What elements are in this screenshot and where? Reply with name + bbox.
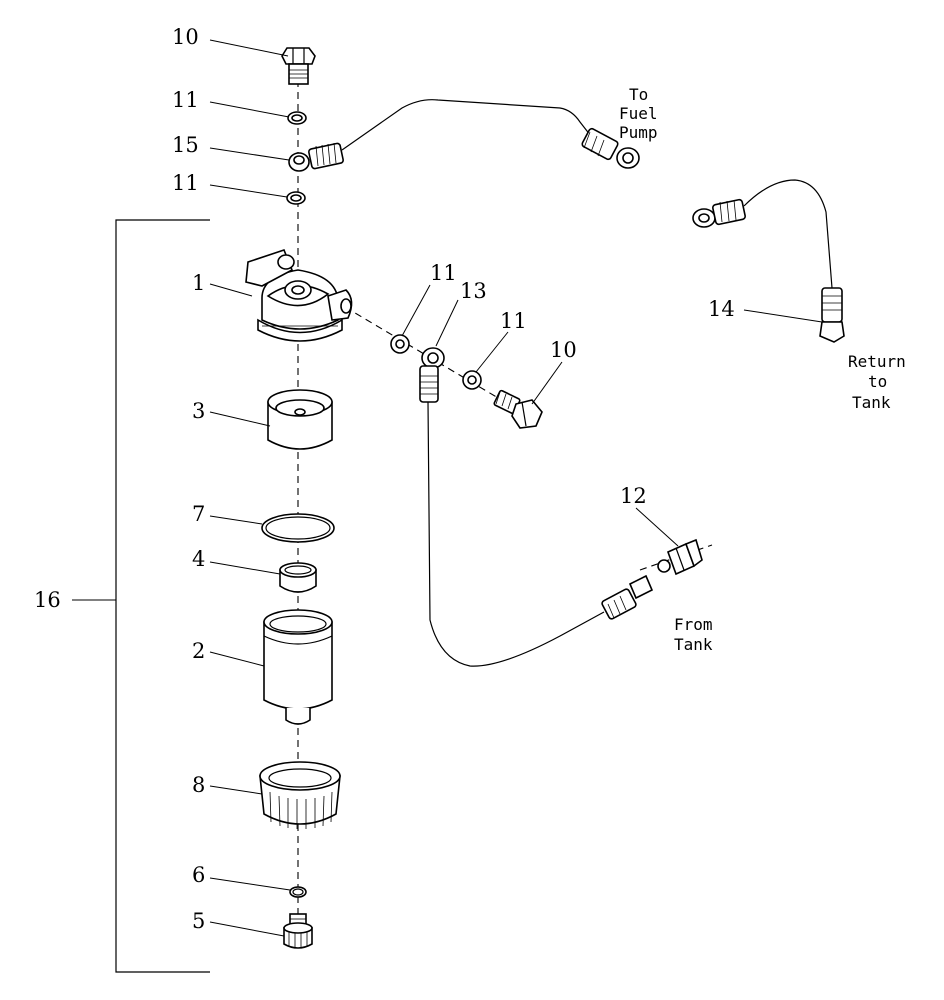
callout-11-a: 11 (172, 88, 199, 112)
callout-15: 15 (172, 133, 199, 157)
leader-10-right (531, 361, 563, 405)
leader-10-top (209, 39, 289, 57)
banjo-fitting-13 (419, 347, 445, 403)
leader-12 (635, 507, 679, 547)
callout-14: 14 (708, 297, 735, 321)
callout-2: 2 (192, 639, 205, 663)
callout-3: 3 (192, 399, 205, 423)
note-to-fuel-pump-1: To (629, 85, 648, 104)
note-from-tank-1: From (674, 615, 713, 634)
leader-11-b (209, 184, 288, 198)
leader-6 (209, 877, 291, 891)
callout-5: 5 (192, 909, 205, 933)
callout-10-top: 10 (172, 25, 199, 49)
washer-11-port-a (390, 334, 410, 354)
callout-16: 16 (34, 588, 61, 612)
leader-3 (209, 411, 271, 427)
leader-8 (209, 785, 263, 795)
fuel-line-from-tank (427, 401, 654, 667)
callout-7: 7 (192, 502, 205, 526)
callout-8: 8 (192, 773, 205, 797)
leader-4 (209, 561, 281, 575)
o-ring-6 (289, 886, 307, 898)
o-ring-7 (261, 513, 335, 543)
callout-11-c: 11 (430, 261, 457, 285)
filter-head (245, 249, 353, 342)
fuel-pump-line (308, 99, 640, 170)
callout-1: 1 (192, 271, 205, 295)
return-line (692, 179, 845, 343)
banjo-bolt-port (493, 389, 543, 429)
filter-cup-3 (267, 389, 333, 450)
callout-10-right: 10 (550, 338, 577, 362)
ring-nut-8 (259, 761, 341, 829)
note-return-to-tank-2: to (868, 372, 887, 391)
drain-screw-5 (283, 913, 313, 949)
fitting-12 (657, 538, 703, 576)
washer-11-lower (286, 191, 306, 205)
note-return-to-tank-3: Tank (852, 393, 891, 412)
leader-11-c (401, 284, 431, 337)
note-return-to-tank-1: Return (848, 352, 906, 371)
callout-13: 13 (460, 279, 487, 303)
leader-11-d (475, 331, 509, 373)
banjo-bolt-top (281, 47, 316, 85)
leader-15 (209, 147, 290, 161)
leader-13 (435, 299, 459, 347)
leader-2 (209, 651, 265, 667)
leader-5 (209, 921, 285, 937)
leader-7 (209, 515, 263, 525)
assembly-bracket (115, 219, 210, 973)
callout-4: 4 (192, 547, 205, 571)
washer-11-port-b (462, 370, 482, 390)
leader-1 (209, 283, 253, 297)
side-port-axis (344, 306, 511, 406)
spacer-ring-4 (279, 562, 317, 593)
leader-14 (743, 309, 823, 323)
washer-11-upper (287, 111, 307, 125)
callout-6: 6 (192, 863, 205, 887)
banjo-ring-15 (288, 152, 310, 172)
note-from-tank-2: Tank (674, 635, 713, 654)
note-to-fuel-pump-2: Fuel (619, 104, 658, 123)
leader-11-a (209, 101, 290, 118)
callout-12: 12 (620, 484, 647, 508)
callout-11-b: 11 (172, 171, 199, 195)
note-to-fuel-pump-3: Pump (619, 123, 658, 142)
callout-11-d: 11 (500, 309, 527, 333)
filter-bowl-2 (263, 609, 333, 725)
